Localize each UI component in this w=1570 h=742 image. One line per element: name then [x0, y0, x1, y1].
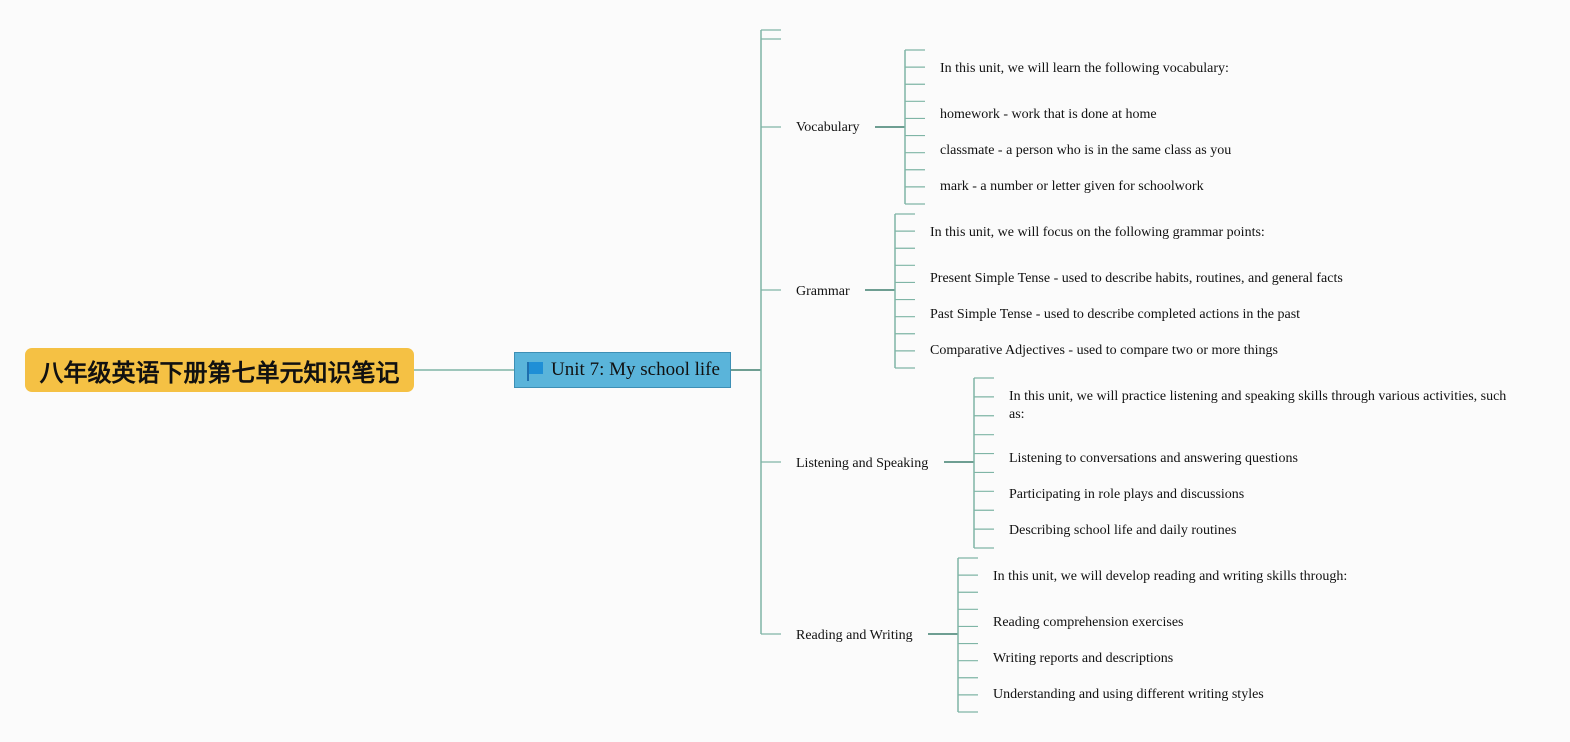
leaf-item[interactable]: Past Simple Tense - used to describe com…	[930, 306, 1300, 324]
leaf-text: Present Simple Tense - used to describe …	[930, 271, 1343, 286]
branch-label: Reading and Writing	[796, 628, 913, 643]
leaf-item[interactable]: Understanding and using different writin…	[993, 686, 1264, 704]
leaf-text: Comparative Adjectives - used to compare…	[930, 343, 1278, 358]
leaf-item[interactable]: homework - work that is done at home	[940, 106, 1157, 124]
flag-icon	[527, 362, 544, 381]
leaf-item[interactable]: In this unit, we will focus on the follo…	[930, 224, 1265, 242]
leaf-text: In this unit, we will practice listening…	[1009, 389, 1507, 422]
leaf-text: In this unit, we will learn the followin…	[940, 61, 1229, 76]
leaf-text: In this unit, we will develop reading an…	[993, 569, 1348, 584]
leaf-item[interactable]: In this unit, we will practice listening…	[1009, 388, 1514, 424]
leaf-text: Participating in role plays and discussi…	[1009, 487, 1245, 502]
leaf-item[interactable]: classmate - a person who is in the same …	[940, 142, 1231, 160]
leaf-item[interactable]: Comparative Adjectives - used to compare…	[930, 342, 1278, 360]
leaf-item[interactable]: Writing reports and descriptions	[993, 650, 1173, 668]
root-topic[interactable]: 八年级英语下册第七单元知识笔记	[25, 348, 414, 392]
leaf-text: homework - work that is done at home	[940, 107, 1157, 122]
leaf-text: Reading comprehension exercises	[993, 615, 1184, 630]
leaf-text: Past Simple Tense - used to describe com…	[930, 307, 1301, 322]
unit-topic[interactable]: Unit 7: My school life	[514, 352, 731, 388]
leaf-item[interactable]: Listening to conversations and answering…	[1009, 450, 1298, 468]
leaf-item[interactable]: In this unit, we will develop reading an…	[993, 568, 1347, 586]
leaf-text: Writing reports and descriptions	[993, 651, 1174, 666]
leaf-item[interactable]: Reading comprehension exercises	[993, 614, 1184, 632]
branch-reading-writing[interactable]: Reading and Writing	[796, 627, 913, 645]
leaf-text: Describing school life and daily routine…	[1009, 523, 1237, 538]
root-title: 八年级英语下册第七单元知识笔记	[39, 358, 400, 387]
branch-listening-speaking[interactable]: Listening and Speaking	[796, 455, 928, 473]
leaf-text: Understanding and using different writin…	[993, 687, 1264, 702]
unit-title: Unit 7: My school life	[551, 359, 720, 380]
branch-label: Listening and Speaking	[796, 456, 929, 471]
leaf-item[interactable]: mark - a number or letter given for scho…	[940, 178, 1204, 196]
leaf-item[interactable]: In this unit, we will learn the followin…	[940, 60, 1229, 78]
branch-label: Grammar	[796, 284, 850, 299]
leaf-item[interactable]: Participating in role plays and discussi…	[1009, 486, 1244, 504]
leaf-text: In this unit, we will focus on the follo…	[930, 225, 1265, 240]
leaf-item[interactable]: Present Simple Tense - used to describe …	[930, 270, 1343, 288]
leaf-text: mark - a number or letter given for scho…	[940, 179, 1204, 194]
branch-label: Vocabulary	[796, 120, 860, 135]
branch-vocabulary[interactable]: Vocabulary	[796, 119, 860, 137]
leaf-item[interactable]: Describing school life and daily routine…	[1009, 522, 1236, 540]
leaf-text: classmate - a person who is in the same …	[940, 143, 1232, 158]
branch-grammar[interactable]: Grammar	[796, 283, 850, 301]
leaf-text: Listening to conversations and answering…	[1009, 451, 1298, 466]
